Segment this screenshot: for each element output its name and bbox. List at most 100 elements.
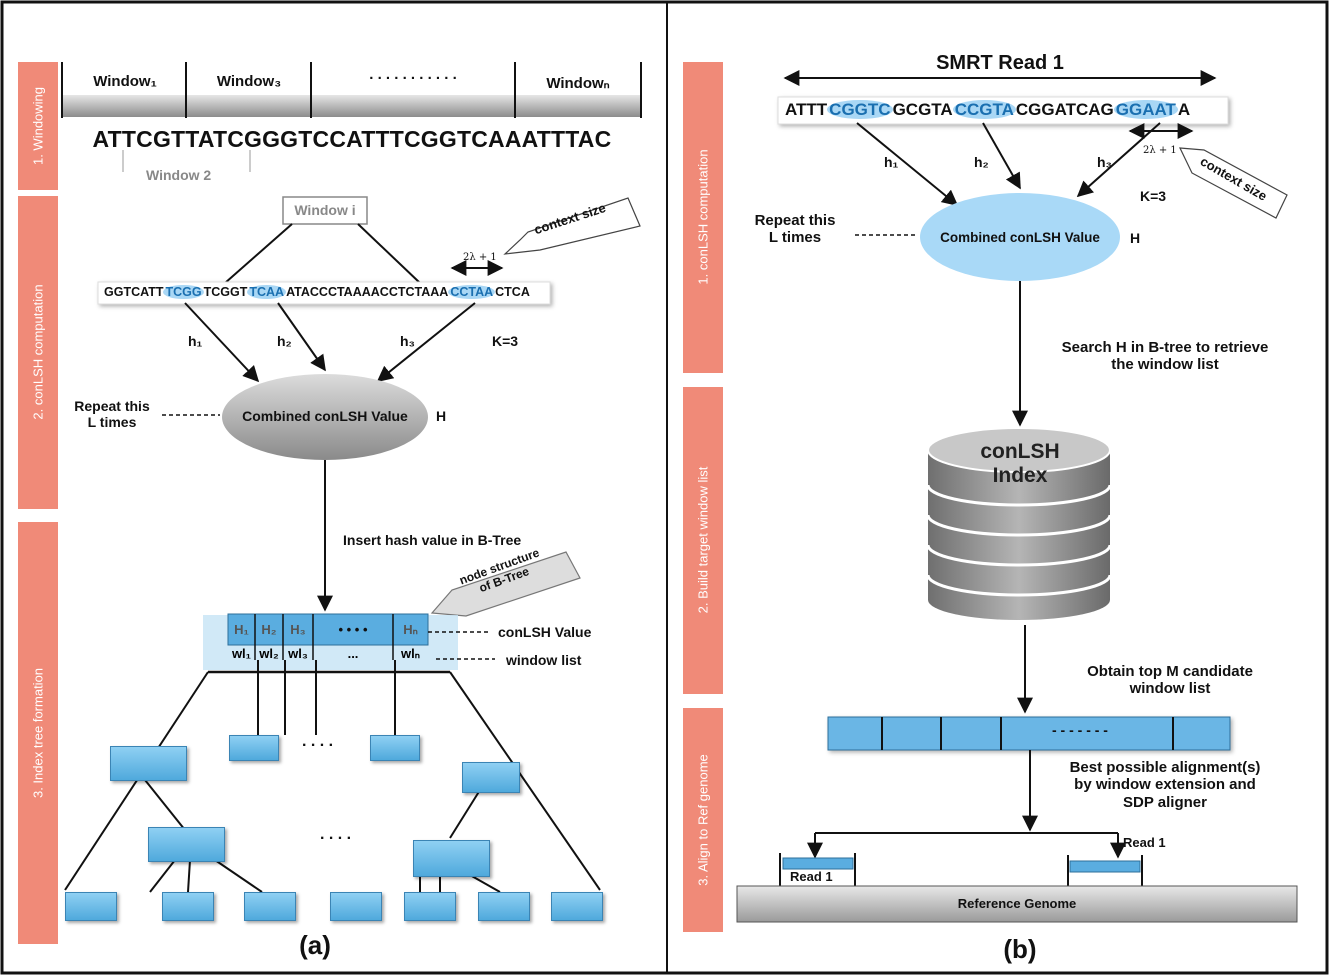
read1-left-block <box>782 857 854 870</box>
node-list-2: wl₂ <box>259 646 279 661</box>
subseq-kmer-highlight: TCAA <box>247 285 287 299</box>
combined-ellipse-b <box>920 193 1120 281</box>
tree-node <box>65 892 117 921</box>
context-callout-b <box>1179 147 1288 219</box>
stage-bar-target-list <box>683 387 723 694</box>
node-hash-row <box>227 613 429 646</box>
h-label-b: H <box>1130 230 1141 246</box>
tree-node <box>330 892 382 921</box>
tree-node <box>370 735 420 761</box>
obtain-label: Obtain top M candidate window list <box>1087 663 1253 698</box>
node-list-n: wlₙ <box>401 646 420 661</box>
node-hash-3: H₃ <box>290 622 306 637</box>
read1-right-label: Read 1 <box>1123 835 1166 850</box>
tree-node <box>551 892 603 921</box>
read-segment: GCGTA <box>892 100 953 119</box>
best-alignment-label: Best possible alignment(s) by window ext… <box>1069 759 1261 811</box>
stage-bar-conlsh-b <box>683 62 723 373</box>
combined-label-b: Combined conLSH Value <box>940 230 1100 245</box>
read-kmer-highlight: CCGTA <box>952 100 1016 119</box>
read1-left-label: Read 1 <box>790 869 833 884</box>
lambda-label-a: 2λ + 1 <box>463 252 497 263</box>
stage-label-target-list: 2. Build target window list <box>695 466 711 614</box>
lambda-label-b: 2λ + 1 <box>1143 145 1177 156</box>
candidate-dashes: - - - - - - - <box>1052 722 1108 738</box>
tree-node <box>229 735 279 761</box>
repeat-label-b: Repeat this L times <box>754 212 836 247</box>
read-segment: A <box>1177 100 1191 119</box>
tree-node <box>478 892 530 921</box>
hash-label-b-2: h₂ <box>974 154 989 170</box>
k-label-b: K=3 <box>1140 188 1167 204</box>
window-list-label: window list <box>506 652 582 668</box>
tree-node <box>462 762 520 793</box>
caption-a: (a) <box>299 930 331 960</box>
tree-node <box>162 892 214 921</box>
k-label-a: K=3 <box>492 333 519 349</box>
stage-label-conlsh-a: 2. conLSH computation <box>30 284 46 420</box>
hash-label-a-2: h₂ <box>277 333 292 349</box>
read-segment: CGGATCAG <box>1015 100 1114 119</box>
stage-bar-conlsh-a <box>18 196 58 509</box>
h-label-a: H <box>436 408 447 424</box>
hash-label-a-1: h₁ <box>188 333 203 349</box>
smrt-read-label: SMRT Read 1 <box>936 52 1064 74</box>
window-bar <box>62 95 642 117</box>
subseq-segment: TCGGT <box>203 285 248 299</box>
subseq-kmer-highlight: CCTAA <box>448 285 496 299</box>
stage-label-conlsh-b: 1. conLSH computation <box>695 149 711 285</box>
search-label: Search H in B-tree to retrieve the windo… <box>1061 339 1269 374</box>
insert-label: Insert hash value in B-Tree <box>343 532 522 548</box>
node-hash-2: H₂ <box>261 622 277 637</box>
repeat-label-a: Repeat this L times <box>74 398 150 431</box>
conlsh-index-cylinder <box>926 427 1112 620</box>
tree-dots-2: . . . . <box>320 826 352 843</box>
subseq-segment: CTCA <box>495 285 530 299</box>
window-i-label: Window i <box>294 202 356 218</box>
read1-right-block <box>1069 860 1141 873</box>
stage-bar-windowing <box>18 62 58 190</box>
context-callout-a <box>503 197 641 255</box>
read-segment: ATTT <box>785 100 828 119</box>
stage-label-align: 3. Align to Ref genome <box>695 754 711 886</box>
node-list-1: wl₁ <box>231 646 252 661</box>
stage-label-windowing: 1. Windowing <box>30 86 46 166</box>
hash-label-b-3: h₃ <box>1097 154 1113 170</box>
node-list-dots: ... <box>347 646 359 661</box>
tree-node <box>110 746 187 781</box>
stage-bar-index-tree <box>18 522 58 944</box>
node-callout <box>430 551 581 617</box>
subseq-kmer-highlight: TCGG <box>163 285 204 299</box>
hash-label-a-3: h₃ <box>400 333 416 349</box>
tree-node <box>413 840 490 877</box>
window-3-label: Window₃ <box>216 73 282 90</box>
node-hash-1: H₁ <box>234 622 249 637</box>
tree-dots-1: . . . . <box>302 733 334 750</box>
window-n-label: Windowₙ <box>546 75 610 92</box>
window-dots-label: . . . . . . . . . . . <box>369 66 457 83</box>
stage-bar-align <box>683 708 723 932</box>
window-2-label: Window 2 <box>146 167 212 183</box>
reference-genome-bar <box>736 885 1298 923</box>
node-hash-n: Hₙ <box>403 622 418 637</box>
node-hash-dots: • • • • <box>338 622 368 637</box>
tree-node <box>244 892 296 921</box>
caption-b: (b) <box>1003 934 1037 964</box>
genome-sequence: ATTCGTTATCGGGTCCATTTCGGTCAAATTTAC <box>92 126 612 152</box>
subseq-segment: ATACCCTAAAACCTCTAAA <box>286 285 449 299</box>
reference-genome-label: Reference Genome <box>957 896 1077 911</box>
read-kmer-highlight: CGGTC <box>827 100 893 119</box>
hash-label-b-1: h₁ <box>884 154 899 170</box>
window-1-label: Window₁ <box>93 73 157 90</box>
combined-ellipse-a <box>222 374 428 460</box>
read-kmer-highlight: GGAAT <box>1113 100 1178 119</box>
stage-label-index-tree: 3. Index tree formation <box>30 667 46 799</box>
tree-node <box>148 827 225 862</box>
tree-node <box>404 892 456 921</box>
index-label: conLSH Index <box>980 440 1060 488</box>
